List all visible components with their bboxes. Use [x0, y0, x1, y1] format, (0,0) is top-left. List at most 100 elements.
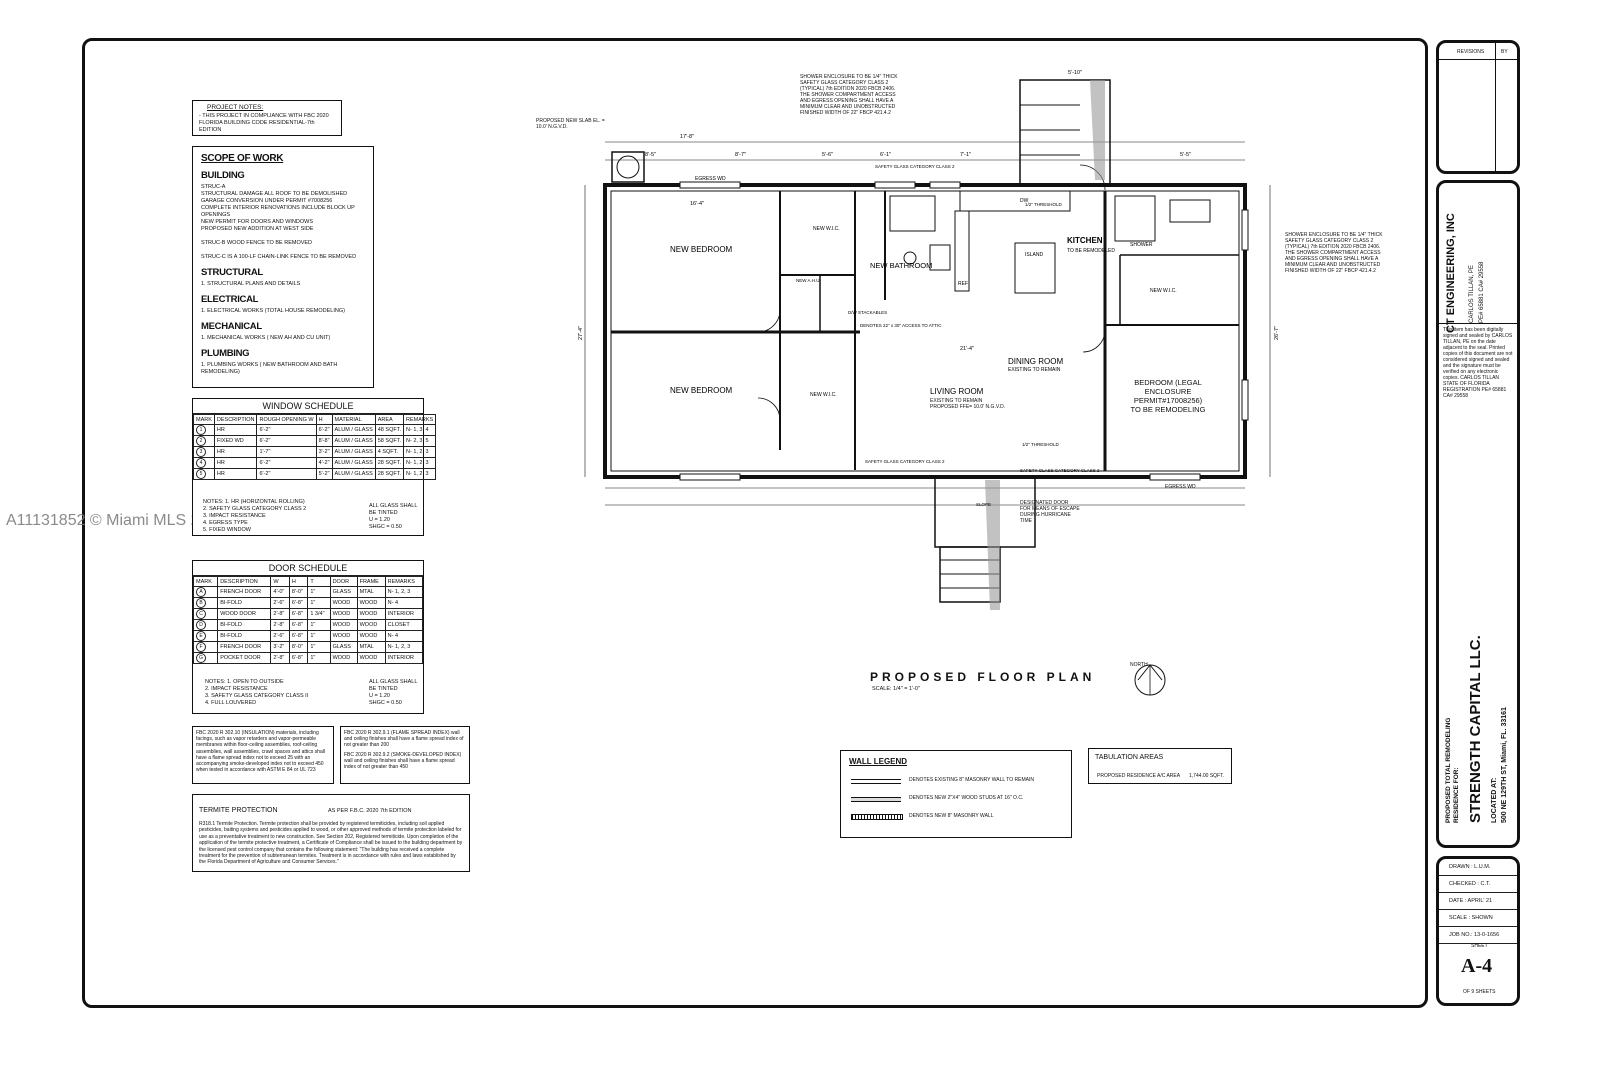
schedule-cell: 2'-8"	[270, 608, 290, 620]
schedule-cell: POCKET DOOR	[217, 652, 272, 664]
schedule-cell: 28 SQFT.	[374, 468, 404, 480]
note-egress-top: EGRESS WD	[695, 176, 726, 182]
scope-plumbing-title: PLUMBING	[201, 348, 250, 359]
schedule-header: T	[307, 576, 331, 587]
schedule-cell: N- 4	[384, 597, 424, 609]
fbc-smoke-text: FBC 2020 R 302.9.2 (SMOKE-DEVELOPED INDE…	[344, 751, 462, 771]
schedule-cell: G	[192, 652, 219, 664]
schedule-cell: 6'-8"	[288, 597, 309, 609]
note-threshold-2: 1/2" THRESHOLD	[1022, 442, 1060, 447]
note-shower-enclosure-2: SHOWER ENCLOSURE TO BE 1/4" THICK SAFETY…	[1285, 232, 1383, 274]
schedule-cell: A	[192, 586, 219, 598]
revisions-col-divider	[1495, 43, 1496, 171]
scope-structural-title: STRUCTURAL	[201, 267, 263, 278]
room-label-ahu: NEW A.H.U.	[796, 278, 821, 283]
kitchen-counter	[959, 190, 1071, 212]
window-note-line: 2. SAFETY GLASS CATEGORY CLASS 2	[203, 506, 307, 512]
toilet	[903, 251, 917, 265]
schedule-mark: 1	[196, 425, 206, 435]
firm-block: CT ENGINEERING, INC CARLOS TILLAN, PE PE…	[1436, 180, 1520, 848]
room-label-bedroom2: NEW BEDROOM	[670, 386, 733, 395]
schedule-cell: ALUM / GLASS	[331, 446, 376, 458]
checked-by: CHECKED : C.T.	[1439, 876, 1517, 893]
ac-condenser	[611, 151, 645, 183]
schedule-cell: F	[192, 641, 219, 653]
room-label-wic1: NEW W.I.C.	[813, 226, 840, 232]
schedule-cell: WOOD	[329, 630, 358, 642]
room-label-dining: DINING ROOM	[1008, 357, 1063, 366]
schedule-cell: WOOD	[356, 652, 386, 664]
project-address: 500 NE 129TH ST, Miami, FL. 33161	[1501, 707, 1508, 823]
schedule-cell: FRENCH DOOR	[217, 586, 272, 598]
room-label-ref: REF	[958, 281, 968, 287]
schedule-cell: N- 1, 2, 3	[402, 457, 437, 469]
fbc-flame-text: FBC 2020 R 302.9.1 (FLAME SPREAD INDEX) …	[344, 730, 464, 749]
schedule-cell: N- 1, 3, 4	[402, 424, 437, 436]
project-description: PROPOSED TOTAL REMODELING RESIDENCE FOR:	[1445, 717, 1460, 823]
schedule-cell: 6'-8"	[288, 652, 309, 664]
schedule-cell: 5	[193, 468, 215, 480]
wall-legend-box: WALL LEGEND DENOTES EXISTING 8" MASONRY …	[840, 750, 1072, 838]
note-egress-bottom: EGRESS WD	[1165, 484, 1196, 490]
schedule-cell: HR	[213, 468, 258, 480]
plan-scale: SCALE: 1/4" = 1'-0"	[872, 686, 920, 692]
legend-text-wood: DENOTES NEW 2"X4" WOOD STUDS AT 16" O.C.	[909, 795, 1024, 801]
schedule-cell: 6'-2"	[315, 424, 333, 436]
tabulation-box: TABULATION AREAS PROPOSED RESIDENCE A/C …	[1088, 748, 1232, 784]
drawing-frame	[82, 38, 1428, 1008]
scope-building-line: STRUC-C IS A 100-LF CHAIN-LINK FENCE TO …	[201, 254, 357, 260]
vanity-2	[1169, 199, 1211, 223]
schedule-mark: A	[196, 587, 206, 597]
termite-protection-box: TERMITE PROTECTION AS PER F.B.C. 2020 7t…	[192, 794, 470, 872]
door-glass-line: SHGC = 0.50	[369, 700, 402, 706]
schedule-cell: B	[192, 597, 219, 609]
scope-electrical-title: ELECTRICAL	[201, 294, 259, 305]
dim-3: 5'-6"	[822, 152, 833, 158]
tabulation-title: TABULATION AREAS	[1095, 754, 1164, 761]
schedule-cell: N- 1, 2, 3	[402, 446, 437, 458]
project-notes-text: - THIS PROJECT IN COMPLIANCE WITH FBC 20…	[199, 113, 329, 133]
firm-name: CT ENGINEERING, INC	[1445, 213, 1457, 333]
note-stackables: D/W STACKABLES	[848, 310, 887, 315]
door-glass-line: U = 1.20	[369, 693, 390, 699]
schedule-cell: ALUM / GLASS	[331, 468, 376, 480]
schedule-cell: 4 SQFT.	[374, 446, 404, 458]
shower	[889, 195, 936, 232]
schedule-cell: WOOD	[329, 652, 358, 664]
schedule-cell: MTAL	[356, 586, 386, 598]
schedule-cell: 8'-0"	[288, 586, 309, 598]
dim-1: 8'-5"	[645, 152, 656, 158]
dim-6: 5'-5"	[1180, 152, 1191, 158]
schedule-cell: WOOD	[356, 608, 386, 620]
door-note-line: 4. FULL LOUVERED	[205, 700, 257, 706]
door-swing	[757, 309, 781, 333]
revisions-block: REVISIONS BY	[1436, 40, 1520, 174]
door-glass-line: ALL GLASS SHALL	[369, 679, 418, 685]
scope-plumbing-text: 1. PLUMBING WORKS ( NEW BATHROOM AND BAT…	[201, 362, 338, 375]
sheet-label: SHEET	[1471, 943, 1488, 949]
scope-building-line: COMPLETE INTERIOR RENOVATIONS INCLUDE BL…	[201, 205, 355, 218]
note-safety-1: SAFETY GLASS CATEGORY CLASS 2	[875, 164, 955, 169]
door-note-line: NOTES: 1. OPEN TO OUTSIDE	[205, 679, 284, 685]
window-note-line: 4. EGRESS TYPE	[203, 520, 248, 526]
legend-text-masonry: DENOTES NEW 8" MASONRY WALL	[909, 813, 994, 819]
legend-swatch-wood	[851, 797, 901, 802]
schedule-cell: 28 SQFT.	[374, 457, 404, 469]
legend-text-existing: DENOTES EXISTING 8" MASONRY WALL TO REMA…	[909, 777, 1034, 783]
room-label-kitchen-sub: TO BE REMODELED	[1067, 248, 1115, 254]
dim-side: 27'-4"	[578, 326, 584, 340]
schedule-cell: 1"	[307, 597, 331, 609]
exterior-wall	[603, 183, 1247, 479]
dim-top-total: 17'-8"	[680, 134, 694, 140]
seal-text: This item has been digitally signed and …	[1443, 327, 1513, 399]
tabulation-value: 1,744.00 SQFT.	[1189, 773, 1225, 779]
note-slope: SLOPE	[976, 502, 991, 507]
